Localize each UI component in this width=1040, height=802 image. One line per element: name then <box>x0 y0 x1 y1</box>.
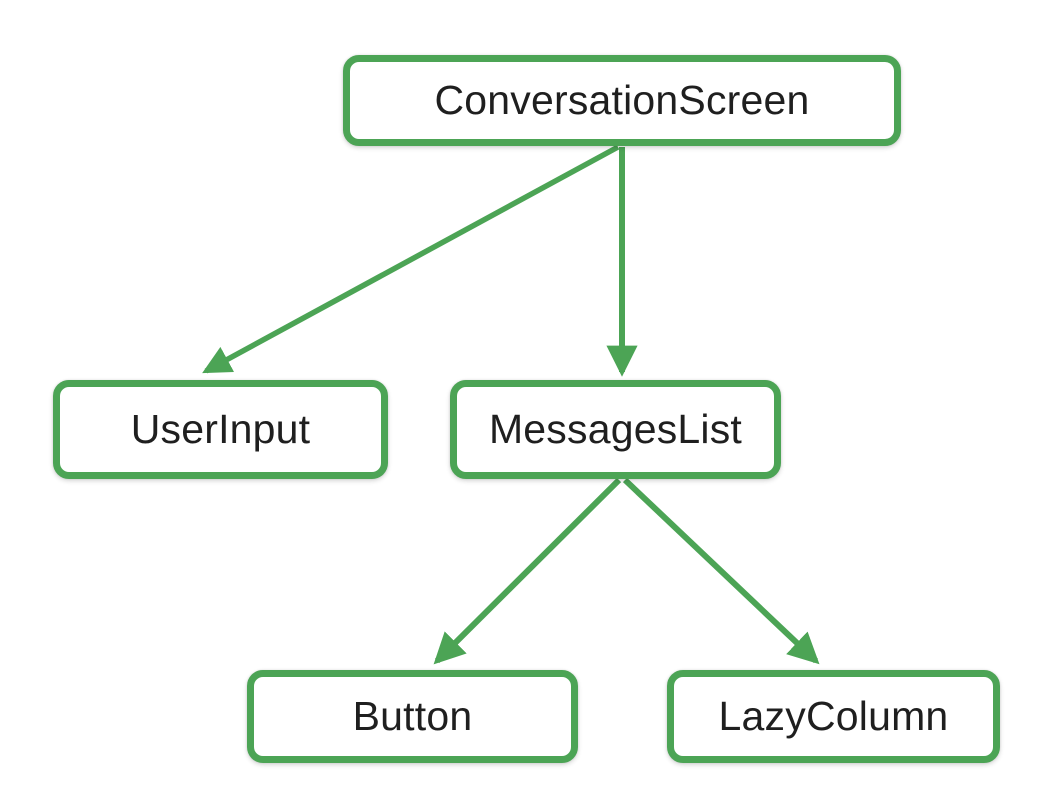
edge-conversationscreen-to-userinput <box>202 144 620 374</box>
node-userinput[interactable]: UserInput <box>53 380 388 479</box>
node-messageslist[interactable]: MessagesList <box>450 380 781 479</box>
node-label: UserInput <box>130 406 311 452</box>
edge-messageslist-to-button <box>433 477 622 665</box>
node-button[interactable]: Button <box>247 670 578 763</box>
edge-messageslist-to-lazycolumn <box>622 477 820 665</box>
node-label: LazyColumn <box>718 693 949 739</box>
node-label: Button <box>352 693 473 739</box>
node-label: MessagesList <box>488 406 743 452</box>
node-lazycolumn[interactable]: LazyColumn <box>667 670 1000 763</box>
node-label: ConversationScreen <box>434 77 810 123</box>
node-conversationscreen[interactable]: ConversationScreen <box>343 55 901 146</box>
